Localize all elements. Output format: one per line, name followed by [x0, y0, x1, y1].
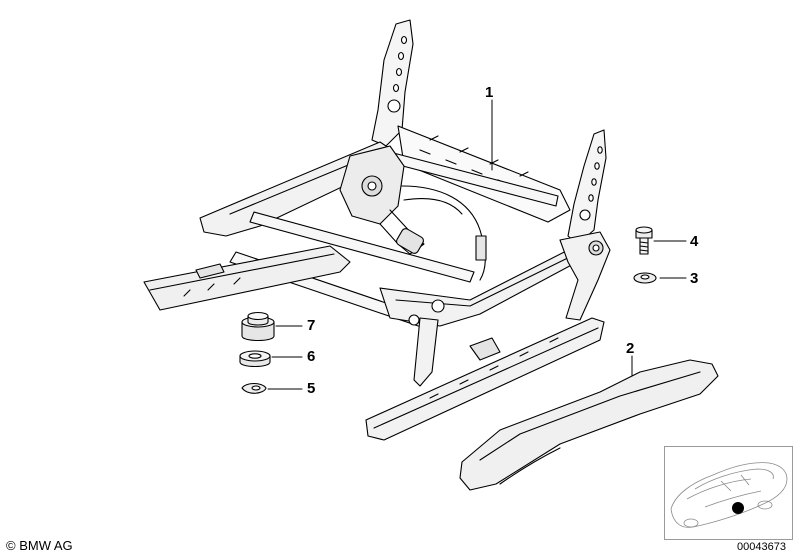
- diagram-number: 00043673: [737, 541, 786, 553]
- callout-3: 3: [690, 270, 699, 287]
- location-marker-icon: [732, 502, 744, 514]
- seat-frame-assembly: [143, 19, 611, 441]
- vehicle-locator-thumbnail: [664, 446, 793, 540]
- callout-2: 2: [626, 340, 635, 357]
- callout-4: 4: [690, 233, 699, 250]
- bolt-part: [635, 226, 653, 255]
- rail-cover: [459, 359, 719, 491]
- middle-tube: [249, 211, 475, 283]
- left-side-member: [199, 141, 393, 237]
- rubber-buffer: [241, 311, 275, 342]
- copyright-label: © BMW AG: [6, 538, 73, 553]
- control-cable: [401, 185, 486, 281]
- left-rail: [143, 245, 351, 311]
- callout-5: 5: [307, 380, 316, 397]
- callout-6: 6: [307, 348, 316, 365]
- callout-1: 1: [485, 84, 494, 101]
- car-outline-icon: [670, 462, 788, 528]
- clip-part: [241, 382, 267, 394]
- leader-lines: [267, 99, 687, 390]
- front-left-leg: [413, 317, 439, 387]
- left-hinge-plate: [371, 19, 414, 147]
- rear-cross-panel: [397, 125, 571, 223]
- callout-7: 7: [307, 317, 316, 334]
- washer-part: [633, 272, 657, 284]
- grommet-ring: [239, 350, 271, 368]
